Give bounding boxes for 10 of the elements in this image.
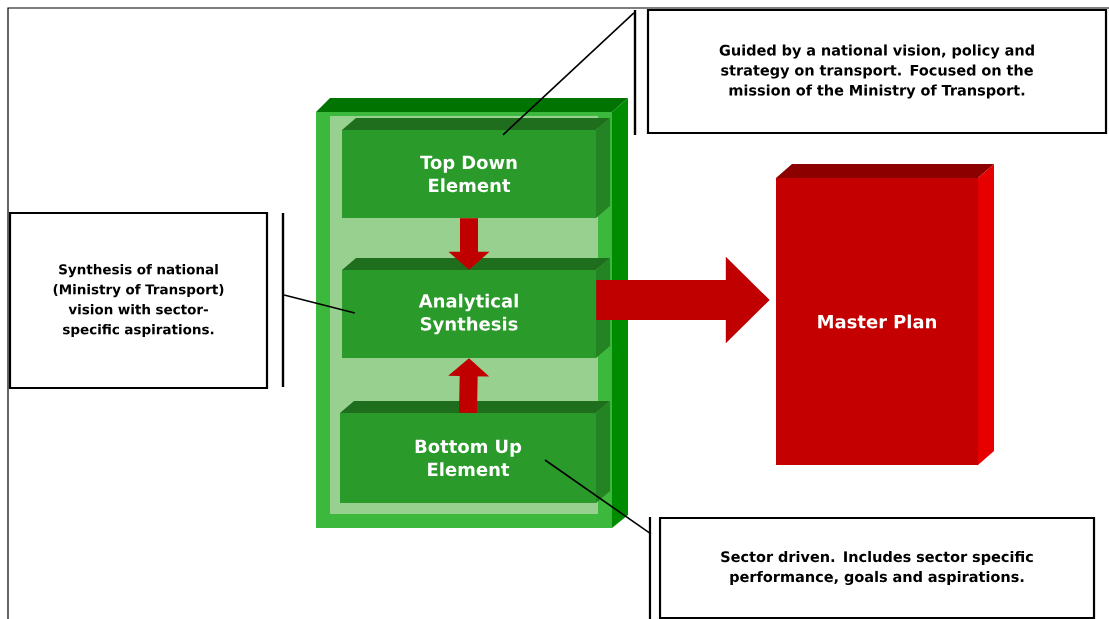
leader-line bbox=[544, 459, 652, 535]
result-block: Master Plan bbox=[776, 164, 994, 465]
process-block: Analytical Synthesis bbox=[342, 258, 610, 358]
leader-line bbox=[283, 294, 356, 314]
callout-box: Sector driven. Includes sector specific performance, goals and aspirations. bbox=[658, 516, 1096, 619]
leader-line bbox=[502, 12, 635, 136]
process-block: Top Down Element bbox=[342, 118, 610, 218]
process-block: Bottom Up Element bbox=[340, 401, 610, 503]
callout-box: Guided by a national vision, policy and strategy on transport. Focused on the mission of the Ministry of Transport. bbox=[646, 8, 1108, 135]
callout-box: Synthesis of national (Ministry of Transport) vision with sector-specific aspirations. bbox=[8, 211, 269, 390]
